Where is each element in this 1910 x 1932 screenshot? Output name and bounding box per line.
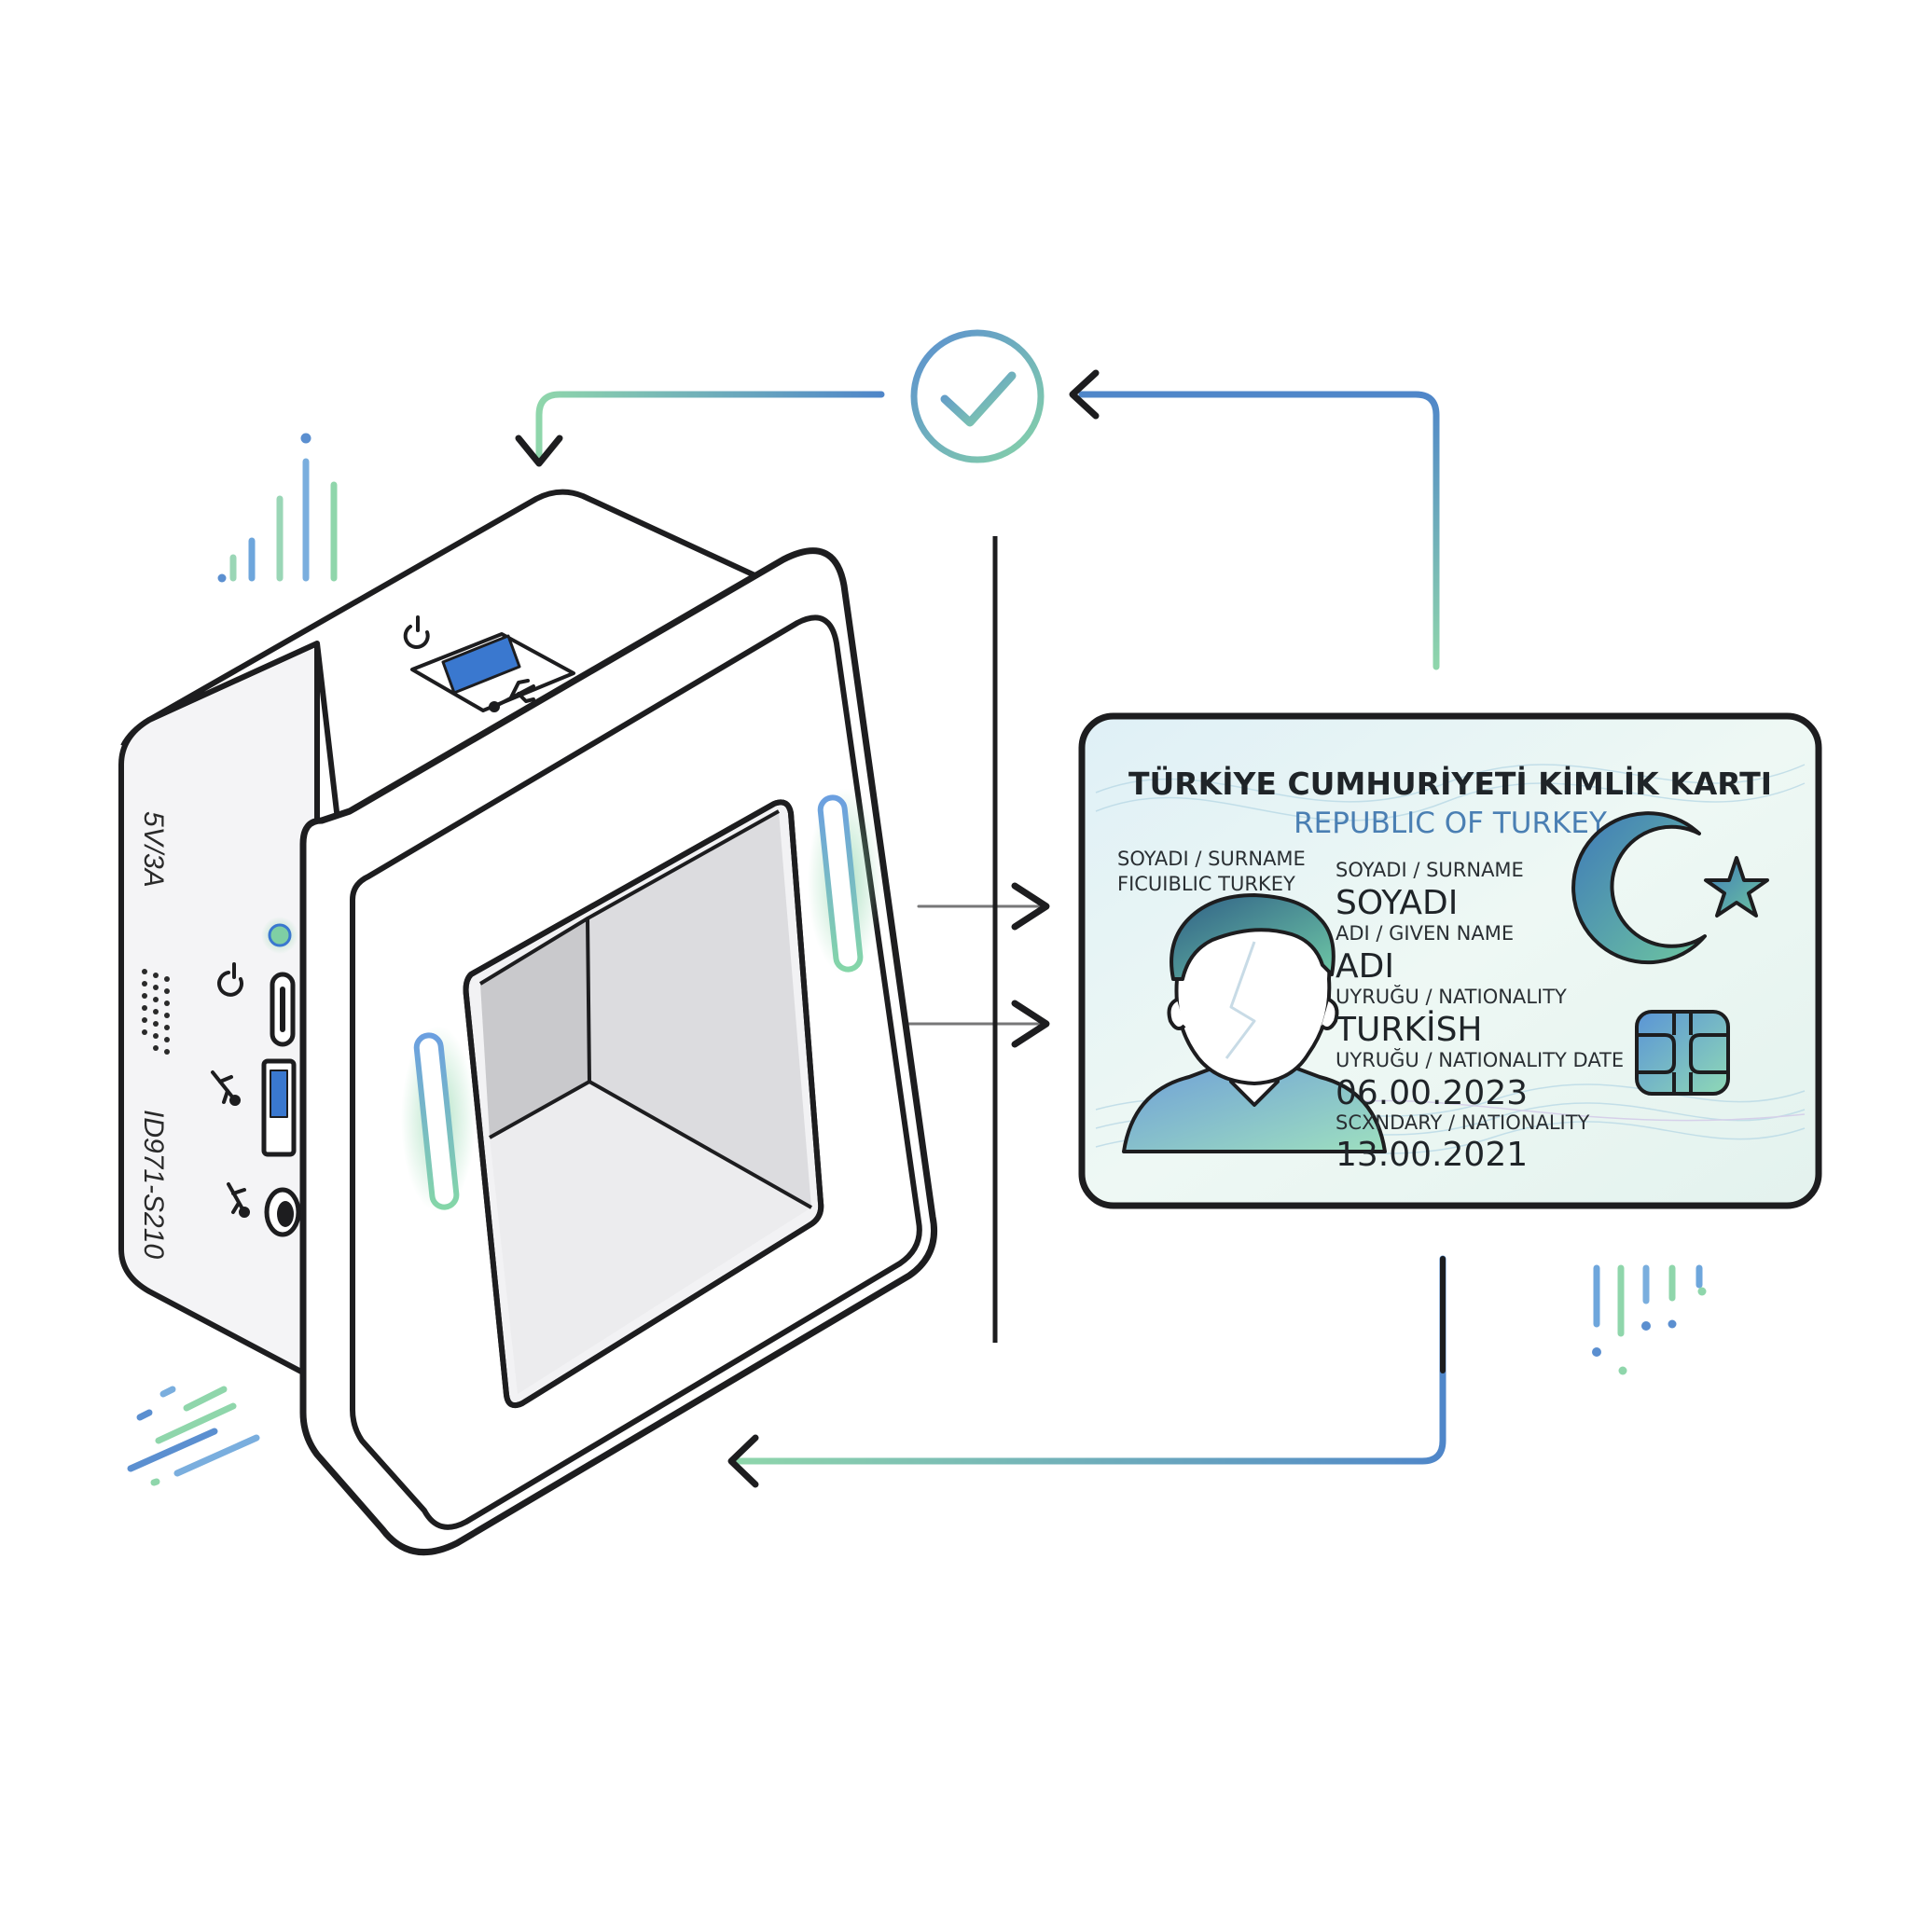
flow-line-top-left xyxy=(539,394,881,457)
decorative-marks-top-left xyxy=(222,438,334,578)
field-value: 06.00.2023 xyxy=(1336,1074,1528,1112)
field-value: ADI xyxy=(1336,947,1394,986)
field-value: TURKİSH xyxy=(1335,1010,1483,1049)
field-label: SCXNDARY / NATIONALITY xyxy=(1336,1111,1590,1134)
card-left-label: SOYADI / SURNAME xyxy=(1117,848,1306,870)
audio-jack xyxy=(267,1190,298,1235)
scanner-device: 5V/3A ID971-S210 xyxy=(121,492,934,1552)
field-label: UYRUĞU / NATIONALITY DATE xyxy=(1336,1048,1624,1071)
device-power-rating: 5V/3A xyxy=(138,811,169,888)
card-subtitle: REPUBLIC OF TURKEY xyxy=(1294,807,1607,840)
field-label: ADI / GIVEN NAME xyxy=(1336,922,1514,945)
usb-c-port xyxy=(272,974,293,1044)
device-model-number: ID971-S210 xyxy=(138,1110,169,1259)
led-strip-right xyxy=(808,788,882,974)
chip-icon xyxy=(1637,1012,1728,1094)
field-label: UYRUĞU / NATIONALITY xyxy=(1336,985,1567,1008)
usb-a-port xyxy=(264,1061,294,1154)
status-led xyxy=(261,917,298,954)
id-card: TÜRKİYE CUMHURİYETİ KİMLİK KARTI REPUBLI… xyxy=(1082,716,1819,1206)
card-left-value: FICUIBLIC TURKEY xyxy=(1117,873,1295,895)
arrow-right-1 xyxy=(919,886,1046,927)
flow-line-top-right xyxy=(1082,394,1436,667)
check-circle-icon xyxy=(914,333,1041,460)
field-label: SOYADI / SURNAME xyxy=(1336,859,1524,881)
decorative-marks-bottom-left xyxy=(131,1389,256,1483)
decorative-marks-bottom-right xyxy=(1597,1268,1702,1371)
field-value: 13.00.2021 xyxy=(1336,1136,1528,1174)
card-title: TÜRKİYE CUMHURİYETİ KİMLİK KARTI xyxy=(1128,765,1772,802)
field-value: SOYADI xyxy=(1336,884,1458,922)
led-strip-left xyxy=(401,1026,476,1212)
